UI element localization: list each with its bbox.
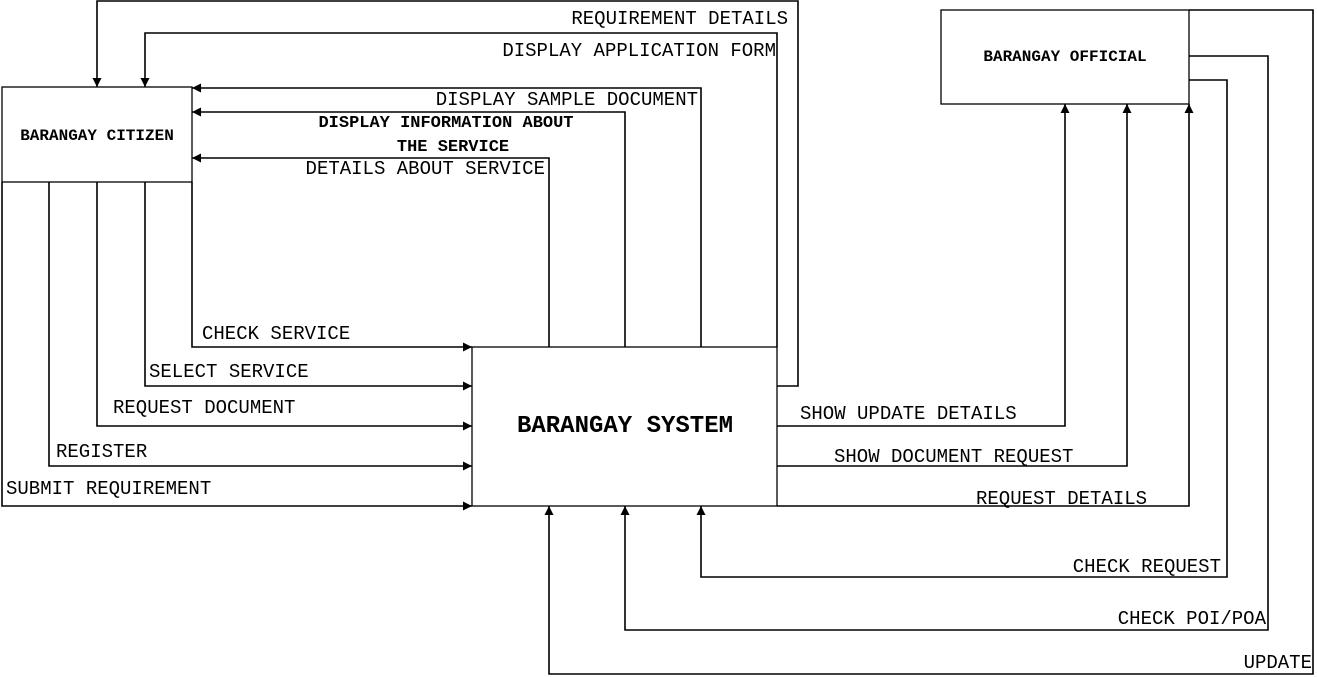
entity-label-citizen: BARANGAY CITIZEN xyxy=(20,127,174,145)
label-show-update-details: SHOW UPDATE DETAILS xyxy=(800,403,1017,425)
flow-check-request xyxy=(696,79,1228,578)
label-display-information-line1: DISPLAY INFORMATION ABOUT xyxy=(318,114,573,133)
label-check-service: CHECK SERVICE xyxy=(202,323,350,345)
flow-request-document xyxy=(96,182,472,431)
flow-details-about-service xyxy=(192,153,550,347)
flow-show-document-request xyxy=(777,104,1132,467)
entity-label-official: BARANGAY OFFICIAL xyxy=(983,48,1146,66)
entity-barangay-citizen: BARANGAY CITIZEN xyxy=(1,86,193,183)
flow-requirement-details xyxy=(92,0,799,387)
flow-request-details xyxy=(777,104,1194,507)
flow-check-poi-poa xyxy=(620,55,1269,631)
label-check-request: CHECK REQUEST xyxy=(1073,556,1221,578)
flow-register xyxy=(48,182,472,471)
label-register: REGISTER xyxy=(56,441,147,463)
label-details-about-service: DETAILS ABOUT SERVICE xyxy=(306,158,545,180)
label-update: UPDATE xyxy=(1244,652,1312,674)
flow-display-application-form xyxy=(140,32,778,347)
label-requirement-details: REQUIREMENT DETAILS xyxy=(571,8,788,30)
label-request-document: REQUEST DOCUMENT xyxy=(113,397,295,419)
label-check-poi-poa: CHECK POI/POA xyxy=(1118,608,1267,630)
process-barangay-system: BARANGAY SYSTEM xyxy=(471,346,778,507)
label-request-details: REQUEST DETAILS xyxy=(976,488,1147,510)
entity-barangay-official: BARANGAY OFFICIAL xyxy=(940,9,1190,105)
flow-display-sample-document xyxy=(192,83,702,347)
flow-display-information xyxy=(192,107,626,347)
flow-submit-requirement xyxy=(1,182,472,511)
label-display-sample-document: DISPLAY SAMPLE DOCUMENT xyxy=(436,89,698,111)
label-display-information-line2: THE SERVICE xyxy=(397,138,509,157)
flow-show-update-details xyxy=(777,104,1070,427)
label-select-service: SELECT SERVICE xyxy=(149,361,309,383)
flow-select-service xyxy=(144,182,472,391)
process-label-system: BARANGAY SYSTEM xyxy=(517,413,733,440)
label-show-document-request: SHOW DOCUMENT REQUEST xyxy=(834,446,1073,468)
flow-update xyxy=(544,9,1314,675)
label-submit-requirement: SUBMIT REQUIREMENT xyxy=(6,478,211,500)
flow-check-service xyxy=(191,182,472,352)
label-display-application-form: DISPLAY APPLICATION FORM xyxy=(502,40,776,62)
